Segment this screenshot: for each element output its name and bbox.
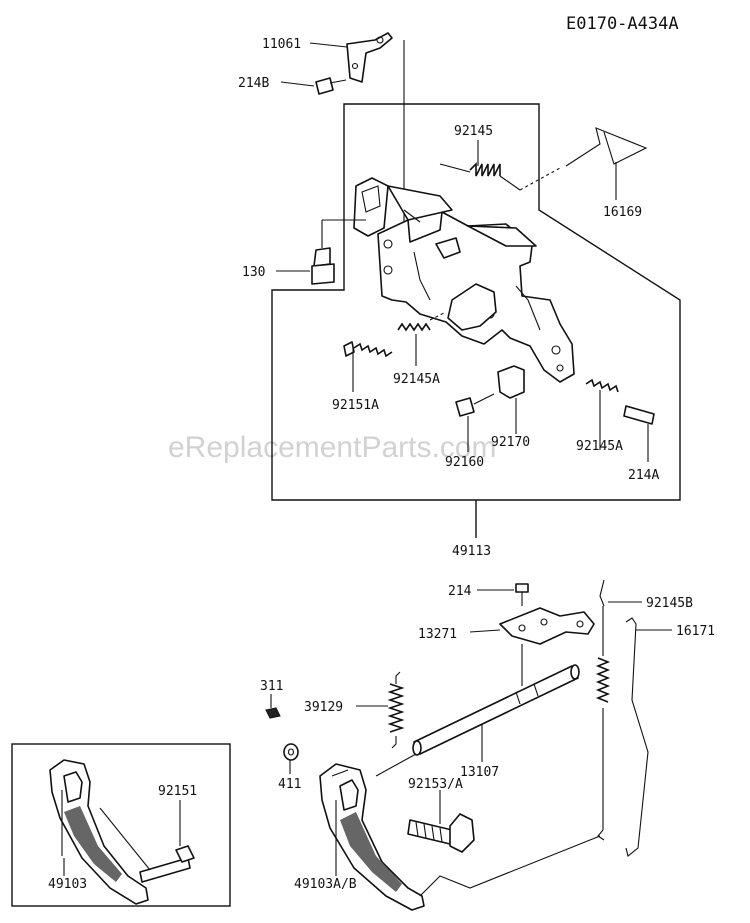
bolt-130: [276, 219, 366, 285]
label-92145: 92145: [454, 124, 493, 139]
screw-214A: [623, 405, 655, 462]
label-92153A: 92153/A: [408, 777, 463, 792]
label-92145B: 92145B: [646, 596, 693, 611]
spring-39129: [356, 671, 405, 749]
label-92151: 92151: [158, 784, 197, 799]
label-39129: 39129: [304, 700, 343, 715]
bolt-92153A: [407, 790, 475, 853]
label-214A: 214A: [628, 468, 659, 483]
lever-49103AB: [319, 753, 601, 911]
screw-214B: [280, 77, 347, 95]
part-labels: 11061 214B 92145 16169 130 92151A 92145A…: [48, 37, 715, 892]
bolt-92160: [455, 393, 495, 452]
spring-92145A-left: [397, 311, 447, 366]
washer-411: [283, 743, 299, 774]
screw-92151A: [343, 341, 393, 392]
inset-box: [11, 743, 231, 907]
label-92145A-right: 92145A: [576, 439, 623, 454]
label-16171: 16171: [676, 624, 715, 639]
watermark: eReplacementParts.com: [168, 431, 496, 464]
label-214: 214: [448, 584, 472, 599]
label-49113: 49113: [452, 544, 491, 559]
label-49103AB: 49103A/B: [294, 877, 357, 892]
clip-92170: [497, 365, 525, 434]
upper-assembly-frame: [271, 103, 681, 538]
label-92170: 92170: [491, 435, 530, 450]
nut-311: [265, 694, 281, 719]
rod-16171: [625, 617, 672, 857]
spring-92145: [439, 140, 561, 191]
label-16169: 16169: [603, 205, 642, 220]
screw-214: [477, 583, 529, 606]
label-411: 411: [278, 777, 301, 792]
plate-13271: [469, 607, 595, 686]
label-214B: 214B: [238, 76, 269, 91]
spring-92145B: [595, 579, 642, 841]
label-311: 311: [260, 679, 283, 694]
control-plate: [353, 177, 575, 383]
label-49103: 49103: [48, 877, 87, 892]
diagram-code: E0170-A434A: [566, 14, 679, 34]
link-rod-16169: [565, 127, 648, 200]
label-11061: 11061: [262, 37, 301, 52]
shaft-13107: [412, 664, 580, 762]
label-13107: 13107: [460, 765, 499, 780]
label-92151A: 92151A: [332, 398, 379, 413]
spring-92145A-right: [585, 378, 619, 434]
label-92145A-left: 92145A: [393, 372, 440, 387]
label-130: 130: [242, 265, 265, 280]
label-92160: 92160: [445, 455, 484, 470]
label-13271: 13271: [418, 627, 457, 642]
